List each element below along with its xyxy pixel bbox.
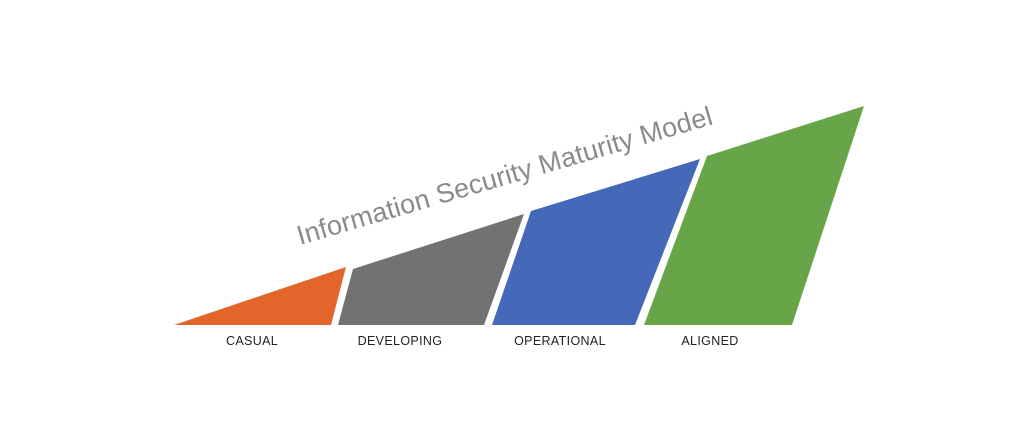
stage-shape-casual[interactable] [174, 267, 346, 325]
stage-label-operational: OPERATIONAL [514, 334, 606, 348]
stage-label-aligned: ALIGNED [681, 334, 738, 348]
stage-shape-developing[interactable] [338, 214, 524, 325]
stage-shape-aligned[interactable] [644, 106, 864, 325]
stage-shape-operational[interactable] [492, 159, 700, 325]
stage-label-casual: CASUAL [226, 334, 278, 348]
stage-label-developing: DEVELOPING [358, 334, 443, 348]
